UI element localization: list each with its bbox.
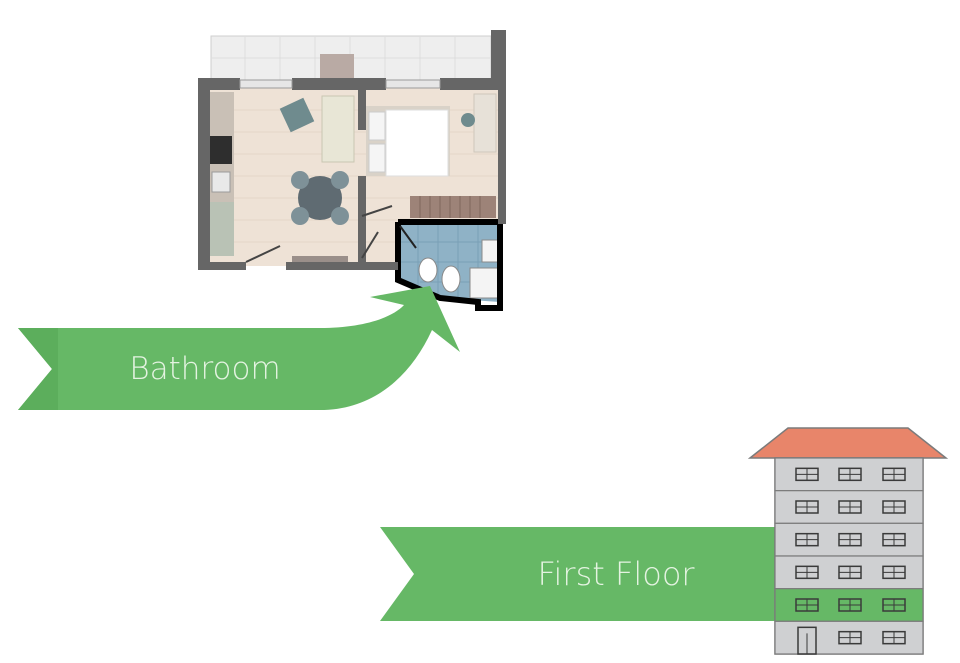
floor-plan [198, 30, 506, 311]
wardrobe-lines [419, 196, 481, 218]
bed-sheet [385, 109, 449, 177]
building [747, 427, 949, 655]
shower [469, 267, 499, 299]
dining-chair [291, 171, 309, 189]
cooktop [210, 136, 232, 164]
desk-chair [461, 113, 475, 127]
pillow [368, 143, 386, 173]
door-swings [245, 205, 393, 263]
dining-table [298, 176, 342, 220]
sink [481, 239, 499, 263]
desk [473, 93, 497, 153]
fridge [208, 202, 234, 256]
bathroom-label: Bathroom [129, 351, 280, 387]
bidet [418, 257, 438, 283]
roof-icon [747, 427, 949, 459]
armchair [279, 97, 315, 133]
toilet [441, 265, 461, 293]
first-floor-label: First Floor [537, 555, 695, 593]
bathroom-arrow [18, 286, 460, 410]
sofa [321, 95, 355, 163]
building-floors [774, 457, 924, 655]
dining-chair [331, 171, 349, 189]
dining-chair [291, 207, 309, 225]
bathroom-callout: Bathroom [18, 286, 460, 410]
bathroom-wall [395, 219, 503, 311]
balcony-bench [320, 54, 354, 78]
first-floor-arrow [380, 527, 780, 621]
windows [239, 79, 441, 89]
pillow [368, 111, 386, 141]
bathroom-door-leaf [399, 225, 417, 249]
dining-chair [331, 207, 349, 225]
first-floor-callout: First Floor [380, 527, 780, 621]
ribbon-fold [18, 328, 58, 410]
walls [198, 30, 506, 270]
kitchen-sink [211, 171, 231, 193]
wardrobe [410, 196, 496, 218]
